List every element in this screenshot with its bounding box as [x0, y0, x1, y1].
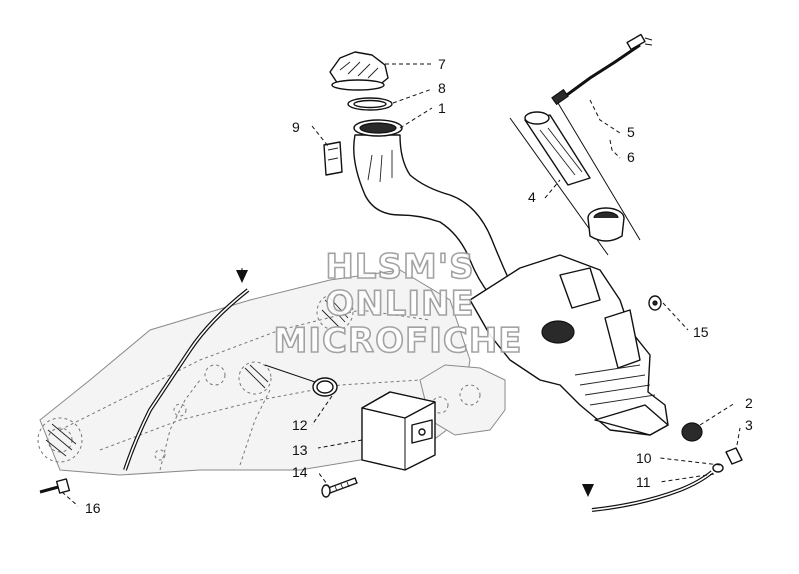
filler-neck-hose: [353, 119, 511, 296]
nut-15: [648, 295, 662, 311]
callout-16: 16: [85, 500, 101, 516]
callout-4: 4: [528, 189, 536, 205]
hose-clamp-9: [323, 141, 343, 176]
watermark: HLSM'S ONLINE MICROFICHE: [273, 246, 523, 362]
callout-14: 14: [292, 464, 308, 480]
direction-arrows: [236, 268, 594, 497]
callout-labels: 7 8 1 9 5 6 4 15 2 3 10 11 12 13 14 16: [85, 56, 753, 516]
grommet-2: [681, 422, 703, 442]
callout-15: 15: [693, 324, 709, 340]
callout-6: 6: [627, 149, 635, 165]
fitting-16: [39, 478, 71, 494]
fitting-3: [725, 447, 743, 465]
fuel-line-11: [591, 463, 724, 512]
callout-10: 10: [636, 450, 652, 466]
screw-14: [321, 477, 358, 498]
callout-8: 8: [438, 80, 446, 96]
watermark-line-1: HLSM'S: [325, 247, 474, 287]
leader-lines: [61, 63, 741, 507]
callout-3: 3: [745, 417, 753, 433]
callout-5: 5: [627, 124, 635, 140]
callout-11: 11: [636, 474, 651, 490]
callout-9: 9: [292, 119, 300, 135]
callout-1: 1: [438, 100, 446, 116]
fuel-tank: [469, 254, 669, 436]
wire-harness: [551, 33, 653, 106]
callout-12: 12: [292, 417, 308, 433]
fuel-sender-assembly: [509, 97, 641, 256]
callout-2: 2: [745, 395, 753, 411]
watermark-line-3: MICROFICHE: [273, 321, 522, 361]
control-module-13: [361, 391, 436, 471]
callout-13: 13: [292, 442, 308, 458]
fuel-cap: [329, 51, 389, 91]
callout-7: 7: [438, 56, 446, 72]
cap-gasket: [347, 97, 393, 111]
watermark-line-2: ONLINE: [325, 284, 474, 324]
hose-clamp-12: [312, 377, 338, 397]
